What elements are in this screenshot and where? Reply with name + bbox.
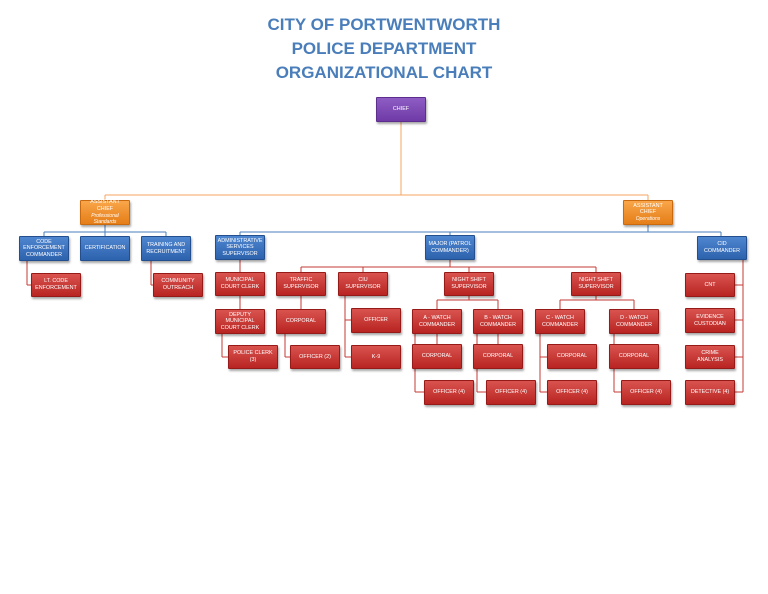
code-enforcement-commander-box: CODE ENFORCEMENT COMMANDER bbox=[19, 236, 69, 261]
node-label: D - WATCH COMMANDER bbox=[616, 314, 652, 328]
blue-connectors bbox=[43, 225, 722, 236]
node-label: CODE ENFORCEMENT COMMANDER bbox=[23, 238, 65, 258]
node-label: MUNICIPAL COURT CLERK bbox=[220, 277, 260, 290]
node-label: OFFICER (4) bbox=[495, 389, 527, 396]
d-watch-commander-box: D - WATCH COMMANDER bbox=[609, 309, 659, 334]
a-corporal-box: CORPORAL bbox=[412, 344, 462, 369]
node-label: B - WATCH COMMANDER bbox=[480, 314, 516, 328]
c-watch-commander-box: C - WATCH COMMANDER bbox=[535, 309, 585, 334]
municipal-court-clerk-box: MUNICIPAL COURT CLERK bbox=[215, 272, 265, 296]
node-label: OFFICER bbox=[364, 317, 388, 324]
evidence-custodian-box: EVIDENCE CUSTODIAN bbox=[685, 308, 735, 333]
cid-commander-box: CID COMMANDER bbox=[697, 236, 747, 260]
assistant-chief-label: ASSISTANT CHIEF bbox=[633, 202, 663, 216]
node-label: CRIME ANALYSIS bbox=[697, 350, 723, 363]
node-label: CORPORAL bbox=[618, 353, 650, 360]
chart-title-line-2: POLICE DEPARTMENT bbox=[291, 39, 477, 58]
node-label: C - WATCH COMMANDER bbox=[542, 314, 578, 328]
night-shift-supervisor-right-box: NIGHT SHIFT SUPERVISOR bbox=[571, 272, 621, 296]
cnt-box: CNT bbox=[685, 273, 735, 297]
lt-code-enforcement-box: LT. CODE ENFORCEMENT bbox=[31, 273, 81, 297]
node-label: CIU SUPERVISOR bbox=[345, 277, 381, 290]
ciu-supervisor-box: CIU SUPERVISOR bbox=[338, 272, 388, 296]
node-label: OFFICER (4) bbox=[630, 389, 662, 396]
red-connectors bbox=[26, 260, 744, 393]
c-corporal-box: CORPORAL bbox=[547, 344, 597, 369]
node-label: CORPORAL bbox=[482, 353, 514, 360]
node-label: OFFICER (2) bbox=[299, 353, 331, 360]
node-label: CID COMMANDER bbox=[704, 241, 740, 254]
chart-title-line-1: CITY OF PORTWENTWORTH bbox=[267, 15, 501, 34]
node-label: TRAFFIC SUPERVISOR bbox=[283, 277, 319, 290]
c-officer-box: OFFICER (4) bbox=[547, 380, 597, 405]
node-label: MAJOR (PATROL COMMANDER) bbox=[428, 240, 472, 254]
deputy-municipal-court-clerk-box: DEPUTY MUNICIPAL COURT CLERK bbox=[215, 309, 265, 334]
b-officer-box: OFFICER (4) bbox=[486, 380, 536, 405]
b-watch-commander-box: B - WATCH COMMANDER bbox=[473, 309, 523, 334]
police-clerk-box: POLICE CLERK (3) bbox=[228, 345, 278, 369]
community-outreach-box: COMMUNITY OUTREACH bbox=[153, 273, 203, 297]
training-recruitment-box: TRAINING AND RECRUITMENT bbox=[141, 236, 191, 261]
node-label: NIGHT SHIFT SUPERVISOR bbox=[451, 277, 487, 290]
traffic-officer-box: OFFICER (2) bbox=[290, 345, 340, 369]
d-officer-box: OFFICER (4) bbox=[621, 380, 671, 405]
node-label: CORPORAL bbox=[421, 353, 453, 360]
node-label: NIGHT SHIFT SUPERVISOR bbox=[578, 277, 614, 290]
certification-box: CERTIFICATION bbox=[80, 236, 130, 261]
chief-label: CHIEF bbox=[392, 106, 410, 113]
traffic-supervisor-box: TRAFFIC SUPERVISOR bbox=[276, 272, 326, 296]
traffic-corporal-box: CORPORAL bbox=[276, 309, 326, 334]
node-label: TRAINING AND RECRUITMENT bbox=[146, 241, 186, 255]
node-label: OFFICER (4) bbox=[556, 389, 588, 396]
node-label: COMMUNITY OUTREACH bbox=[161, 278, 195, 291]
chart-title-line-3: ORGANIZATIONAL CHART bbox=[275, 63, 493, 82]
administrative-services-supervisor-box: ADMINISTRATIVE SERVICES SUPERVISOR bbox=[215, 235, 265, 260]
assistant-chief-subtitle: Professional Standards bbox=[91, 212, 119, 226]
a-officer-box: OFFICER (4) bbox=[424, 380, 474, 405]
ciu-officer-box: OFFICER bbox=[351, 308, 401, 333]
node-label: DETECTIVE (4) bbox=[690, 389, 730, 396]
node-label: CORPORAL bbox=[285, 318, 317, 325]
node-label: POLICE CLERK (3) bbox=[233, 350, 273, 363]
node-label: LT. CODE ENFORCEMENT bbox=[35, 278, 77, 291]
assistant-chief-operations-box: ASSISTANT CHIEF Operations bbox=[623, 200, 673, 225]
d-corporal-box: CORPORAL bbox=[609, 344, 659, 369]
node-label: EVIDENCE CUSTODIAN bbox=[694, 313, 726, 327]
assistant-chief-subtitle: Operations bbox=[635, 215, 661, 222]
night-shift-supervisor-left-box: NIGHT SHIFT SUPERVISOR bbox=[444, 272, 494, 296]
b-corporal-box: CORPORAL bbox=[473, 344, 523, 369]
node-label: A - WATCH COMMANDER bbox=[419, 314, 455, 328]
orange-connectors bbox=[104, 122, 649, 200]
major-patrol-commander-box: MAJOR (PATROL COMMANDER) bbox=[425, 235, 475, 260]
node-label: ADMINISTRATIVE SERVICES SUPERVISOR bbox=[217, 237, 263, 257]
a-watch-commander-box: A - WATCH COMMANDER bbox=[412, 309, 462, 334]
k9-box: K-9 bbox=[351, 345, 401, 369]
node-label: K-9 bbox=[371, 353, 381, 360]
crime-analysis-box: CRIME ANALYSIS bbox=[685, 345, 735, 369]
node-label: DEPUTY MUNICIPAL COURT CLERK bbox=[220, 311, 260, 331]
node-label: CORPORAL bbox=[556, 353, 588, 360]
node-label: CERTIFICATION bbox=[84, 245, 126, 252]
node-label: OFFICER (4) bbox=[433, 389, 465, 396]
assistant-chief-label: ASSISTANT CHIEF bbox=[90, 199, 120, 212]
chief-box: CHIEF bbox=[376, 97, 426, 122]
assistant-chief-professional-standards-box: ASSISTANT CHIEF Professional Standards bbox=[80, 199, 130, 226]
detective-box: DETECTIVE (4) bbox=[685, 380, 735, 405]
node-label: CNT bbox=[704, 281, 716, 288]
